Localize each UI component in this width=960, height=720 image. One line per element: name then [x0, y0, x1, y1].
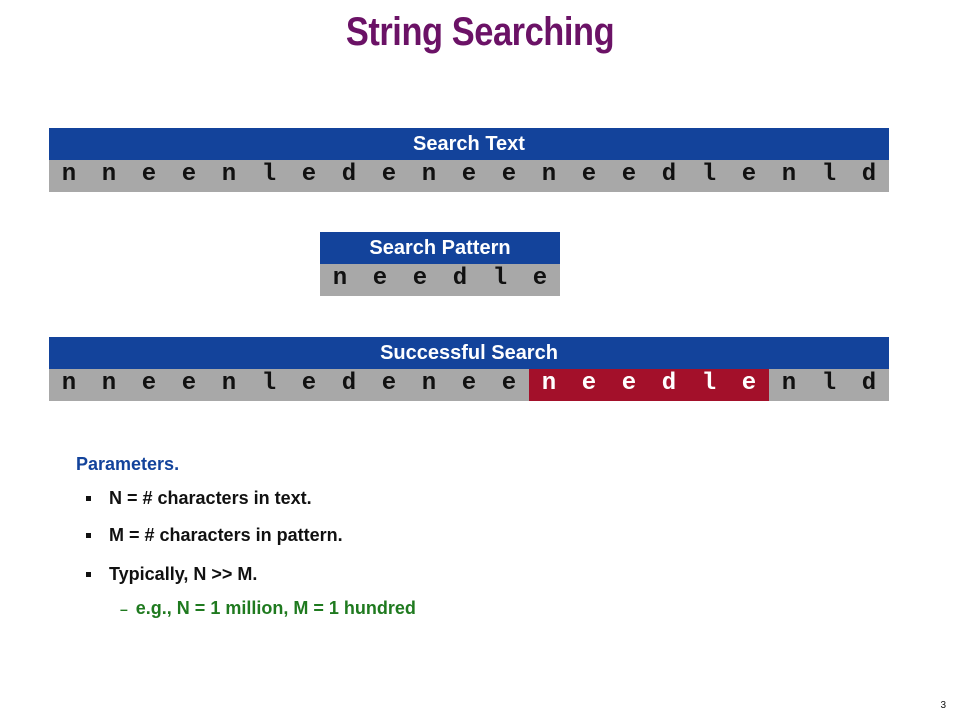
search-text-header: Search Text: [49, 128, 889, 160]
page-number: 3: [940, 700, 946, 711]
square-bullet-icon: [86, 495, 91, 501]
bullet-text: N = # characters in text.: [109, 488, 312, 508]
char-cell: e: [581, 161, 597, 188]
char-cell: e: [412, 265, 428, 292]
dash-bullet-icon: –: [120, 601, 128, 617]
parameter-sub-bullet: –e.g., N = 1 million, M = 1 hundred: [120, 598, 416, 619]
bullet-text: M = # characters in pattern.: [109, 525, 343, 545]
char-cell: e: [621, 161, 637, 188]
char-cell: e: [381, 161, 397, 188]
char-cell: n: [221, 370, 237, 397]
parameters-heading: Parameters.: [76, 454, 180, 474]
matched-char-cell: n: [529, 369, 569, 401]
matched-char-cell: d: [649, 369, 689, 401]
char-cell: e: [741, 161, 757, 188]
char-cell: l: [821, 370, 837, 397]
char-cell: n: [61, 370, 77, 397]
char-cell: e: [181, 370, 197, 397]
char-cell: n: [421, 370, 437, 397]
char-cell: l: [492, 265, 508, 292]
parameter-bullet-m: M = # characters in pattern.: [86, 525, 343, 546]
bullet-text: Typically, N >> M.: [109, 564, 258, 584]
sub-bullet-text: e.g., N = 1 million, M = 1 hundred: [135, 598, 416, 618]
char-cell: d: [861, 161, 877, 188]
char-cell: n: [61, 161, 77, 188]
matched-char-cell: e: [729, 369, 769, 401]
char-cell: e: [461, 161, 477, 188]
char-cell: l: [821, 161, 837, 188]
parameter-bullet-typically: Typically, N >> M.: [86, 564, 257, 585]
matched-char-cell: l: [689, 369, 729, 401]
char-cell: d: [341, 370, 357, 397]
char-cell: l: [261, 161, 277, 188]
parameter-bullet-n: N = # characters in text.: [86, 488, 312, 509]
char-cell: d: [661, 161, 677, 188]
char-cell: e: [141, 370, 157, 397]
char-cell: e: [181, 161, 197, 188]
char-cell: n: [221, 161, 237, 188]
char-cell: n: [101, 370, 117, 397]
char-cell: d: [452, 265, 468, 292]
matched-char-cell: e: [609, 369, 649, 401]
char-cell: l: [261, 370, 277, 397]
search-pattern-header: Search Pattern: [320, 232, 560, 264]
char-cell: n: [332, 265, 348, 292]
char-cell: e: [301, 370, 317, 397]
char-cell: l: [701, 161, 717, 188]
char-cell: n: [781, 161, 797, 188]
char-cell: n: [421, 161, 437, 188]
square-bullet-icon: [86, 571, 91, 577]
char-cell: e: [372, 265, 388, 292]
char-cell: e: [532, 265, 548, 292]
slide-title: String Searching: [345, 10, 615, 54]
char-cell: e: [381, 370, 397, 397]
char-cell: e: [501, 161, 517, 188]
char-cell: d: [341, 161, 357, 188]
char-cell: n: [101, 161, 117, 188]
square-bullet-icon: [86, 532, 91, 538]
char-cell: d: [861, 370, 877, 397]
char-cell: e: [501, 370, 517, 397]
successful-search-header: Successful Search: [49, 337, 889, 369]
matched-char-cell: e: [569, 369, 609, 401]
char-cell: e: [141, 161, 157, 188]
char-cell: n: [781, 370, 797, 397]
char-cell: e: [301, 161, 317, 188]
char-cell: n: [541, 161, 557, 188]
char-cell: e: [461, 370, 477, 397]
